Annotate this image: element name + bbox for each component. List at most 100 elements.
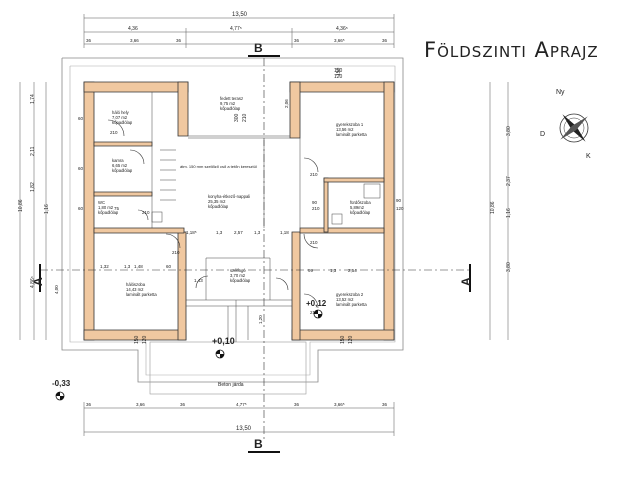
room-child1-area: 13,56 m2 [336, 127, 354, 132]
dim-left-c: 2,11 [30, 146, 36, 156]
compass-east: K [586, 153, 591, 160]
level-floor-right: +0,12 [306, 299, 327, 308]
mark-120-top: 120 [334, 74, 343, 80]
wall-wc [93, 227, 185, 234]
dim-top-1: 4,36 [128, 26, 138, 32]
room-bedroom-area: 14,43 m2 [126, 287, 144, 292]
dim-top-s3: 36 [176, 38, 182, 43]
mark-210-door: 210 [310, 172, 318, 177]
room-bath-floor: kőpadlólap [350, 210, 371, 215]
dim-top-3: 4,36⁵ [336, 26, 348, 32]
mark-210-bed: 210 [172, 250, 180, 255]
mark-60-a: 60 [78, 116, 84, 121]
dim-bottom-s3: 36 [180, 402, 186, 407]
idim-l: 1,3 [330, 268, 337, 273]
wall-left-lower [93, 191, 153, 197]
room-child1-floor: laminált parketta [336, 132, 367, 137]
idim-m: 2,54 [348, 268, 357, 273]
dim-top-s6: 36 [382, 38, 388, 43]
walkway-label: Beton járda [218, 382, 244, 388]
idim-e: 1,18 [280, 230, 289, 235]
mark-210-bath2: 210 [312, 206, 320, 211]
dim-left-b: 1,74 [30, 94, 36, 104]
room-pantry-name: kamra [112, 158, 124, 163]
door-arc [137, 209, 149, 221]
door-arc [303, 233, 319, 249]
dim-left-total: 10,86 [18, 199, 24, 212]
mark-120-right: 120 [396, 206, 404, 211]
section-label-b-bottom: B [254, 437, 263, 451]
level-floor-left: +0,10 [212, 336, 235, 346]
dim-left-a: 4,86⁵ [30, 276, 36, 288]
roof-inner-outline [69, 65, 396, 376]
dim-top-2: 4,77⁵ [230, 26, 242, 32]
mark-210-hall: 210 [110, 130, 118, 135]
wall-right-mid [299, 227, 385, 234]
room-bedroom-name: hálószoba [126, 282, 146, 287]
dim-top-s2: 3,66 [130, 38, 139, 43]
dims-left [19, 82, 47, 340]
door-arc [107, 119, 125, 137]
dim-left-d: 1,82 [30, 182, 36, 192]
wall-lower-left-vertical [177, 231, 187, 341]
wall-bath-left [323, 177, 329, 233]
outer-wall-west [83, 81, 95, 341]
door-arc [303, 157, 319, 173]
idim-c: 2,57 [234, 230, 243, 235]
door-arc [129, 149, 145, 165]
dim-bottom-s7: 36 [382, 402, 388, 407]
room-vestibule-name: szélfogó [230, 268, 246, 273]
compass-icon [559, 113, 589, 143]
door-arc [165, 233, 181, 249]
outer-wall-north-right [289, 81, 395, 93]
room-sleep-area: 7,07 m2 [112, 115, 128, 120]
section-label-a-left: A [31, 277, 45, 286]
dim-bottom-s2: 3,66 [136, 402, 145, 407]
door-arc [303, 293, 319, 309]
mark-120-br: 120 [348, 335, 354, 344]
mark-210-bath: 210 [310, 240, 318, 245]
room-living-floor: kőpadlólap [208, 204, 229, 209]
room-pantry-area: 6,65 m2 [112, 163, 128, 168]
mark-90-bath: 90 [312, 200, 318, 205]
mark-210: 210 [242, 113, 248, 122]
wall-terrace-left [177, 81, 189, 137]
section-label-a-right: A [459, 277, 473, 286]
door-arc [275, 277, 289, 291]
room-pantry-floor: kőpadlólap [112, 168, 133, 173]
compass-north: Ny [556, 89, 565, 96]
room-wc-name: WC [98, 200, 105, 205]
room-terrace-name: fedett terasz [220, 96, 243, 101]
mark-120-bl: 120 [142, 335, 148, 344]
room-vestibule-area: 3,70 m2 [230, 273, 246, 278]
dim-left-e: 1,16 [44, 204, 50, 214]
room-wc-floor: kőpadlólap [98, 210, 119, 215]
wall-lower-right-vertical [291, 231, 301, 341]
level-outside: -0,33 [52, 379, 71, 388]
dim-right-c: 2,37 [506, 176, 512, 186]
idim-i: 60 [166, 264, 172, 269]
idim-p: 4,00 [54, 285, 59, 294]
mark-60-b: 60 [78, 166, 84, 171]
ventilation-note: átm. 150 mm szellőző cső a tetőn kereszt… [180, 164, 257, 169]
dim-top-s5: 3,66⁵ [334, 38, 345, 43]
dims-bottom [83, 402, 395, 436]
room-terrace-floor: kőpadlólap [220, 106, 241, 111]
walls [83, 81, 395, 341]
dim-bottom-s6: 3,66⁵ [334, 402, 345, 407]
room-bath-area: 5,89m2 [350, 205, 365, 210]
room-living-name: konyha-étkező-nappali [208, 194, 250, 199]
idim-a: 1,18⁵ [186, 230, 197, 235]
plan-title: Földszinti Aprajz [424, 38, 599, 62]
mark-90: 90 [396, 198, 402, 203]
idim-j: 1,43 [194, 278, 203, 283]
section-label-b-top: B [254, 41, 263, 55]
idim-f: 1,32 [100, 264, 109, 269]
wall-left-mid [93, 141, 153, 147]
idim-n: 2,06 [284, 99, 289, 108]
room-child2-floor: laminált parketta [336, 302, 367, 307]
idim-o: 1,20 [258, 315, 263, 324]
mark-300: 300 [234, 113, 240, 122]
dim-right-a: 3,80 [506, 126, 512, 136]
